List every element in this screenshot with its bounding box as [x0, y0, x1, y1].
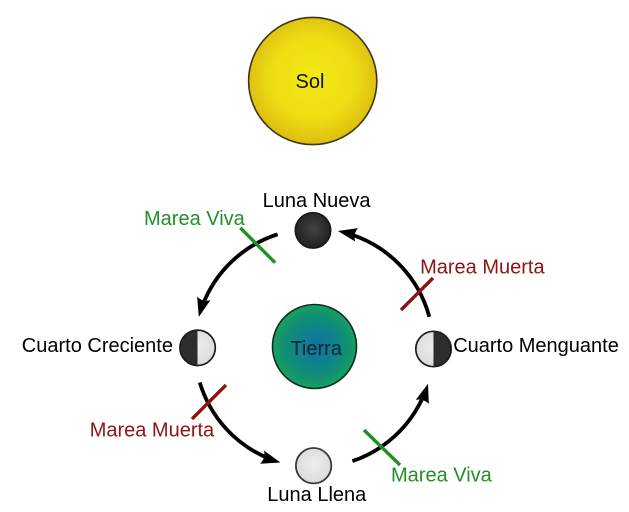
svg-text:Sol: Sol	[296, 71, 325, 93]
svg-text:Marea Viva: Marea Viva	[144, 208, 246, 230]
svg-text:Cuarto Menguante: Cuarto Menguante	[453, 335, 619, 357]
svg-text:Luna Llena: Luna Llena	[267, 484, 367, 506]
svg-text:Cuarto Creciente: Cuarto Creciente	[22, 335, 173, 357]
svg-text:Luna Nueva: Luna Nueva	[263, 190, 372, 212]
svg-text:Marea Muerta: Marea Muerta	[90, 420, 215, 442]
svg-text:Marea Muerta: Marea Muerta	[420, 257, 545, 279]
svg-text:Marea Viva: Marea Viva	[391, 464, 493, 486]
svg-text:Tierra: Tierra	[290, 338, 342, 360]
